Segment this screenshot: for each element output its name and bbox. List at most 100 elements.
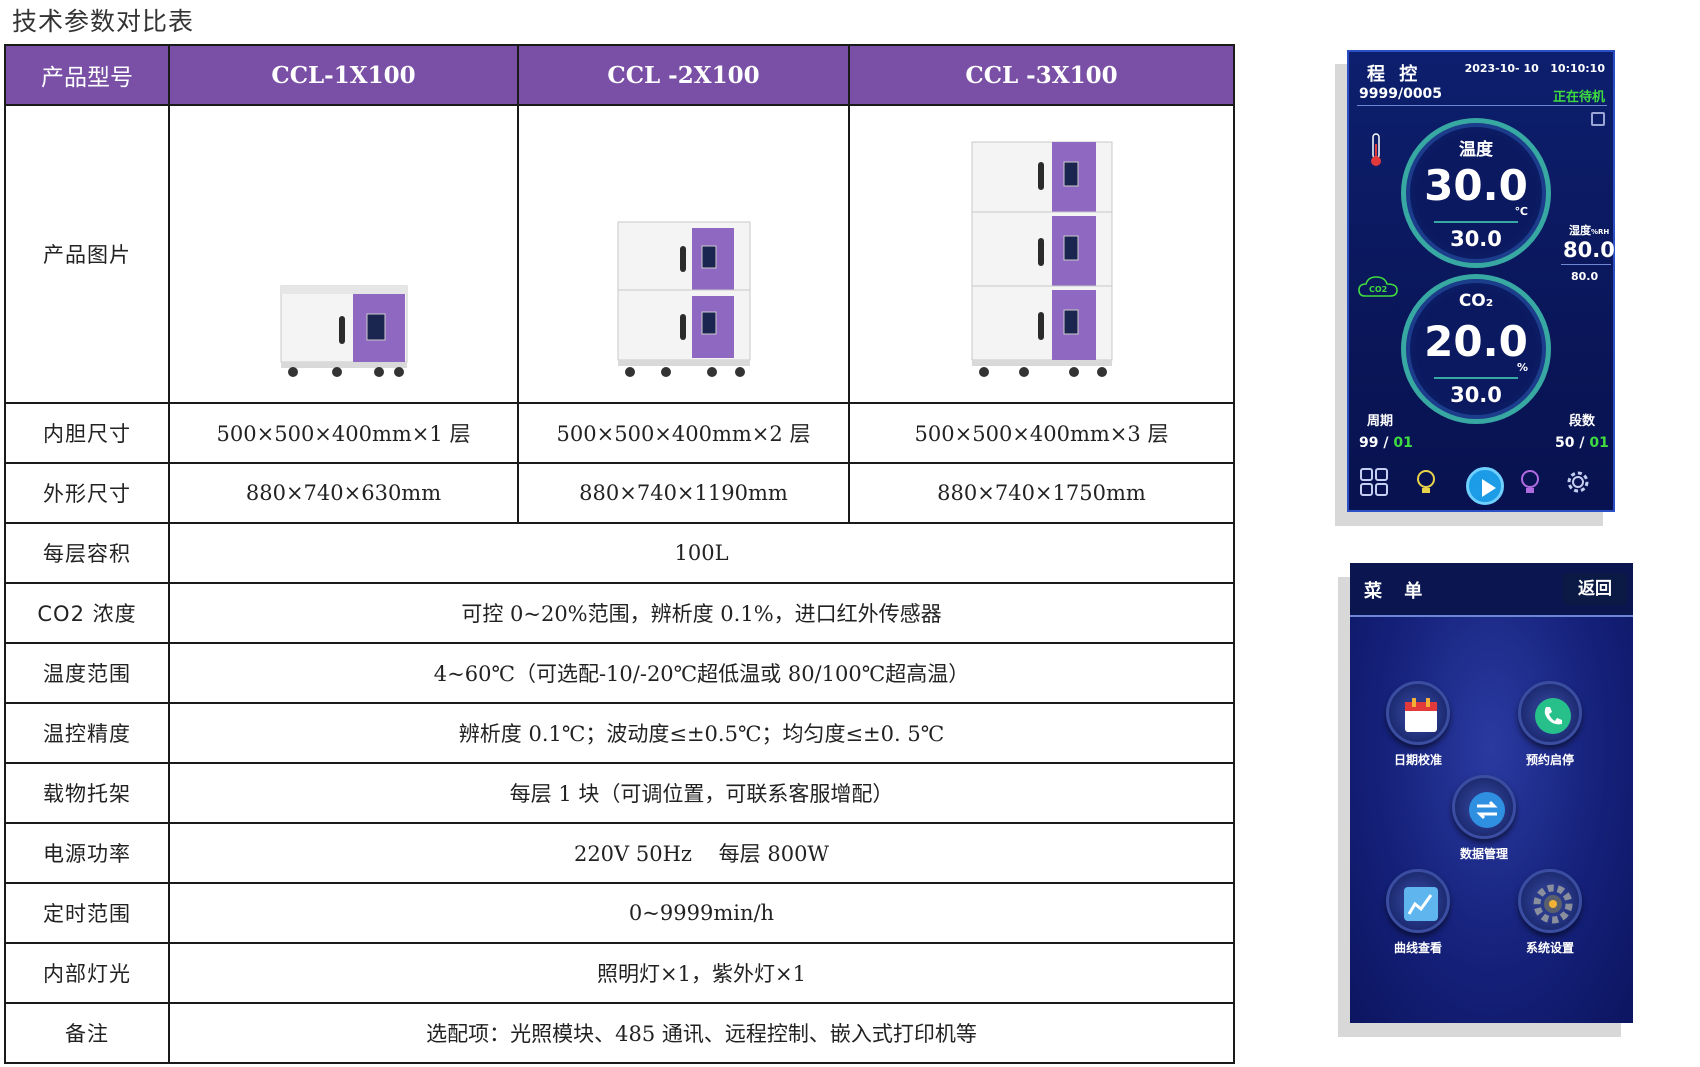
table-row: 内部灯光 照明灯×1，紫外灯×1 bbox=[4, 942, 1235, 1004]
temperature-value: 30.0 bbox=[1424, 161, 1528, 210]
menu-item-label: 预约启停 bbox=[1525, 753, 1574, 767]
menu-title: 菜 单 bbox=[1364, 581, 1431, 602]
table-header-row: 产品型号 CCL-1X100 CCL -2X100 CCL -3X100 bbox=[4, 44, 1235, 106]
table-row: 每层容积 100L bbox=[4, 522, 1235, 584]
row-label: 内胆尺寸 bbox=[4, 402, 170, 464]
menu-item-label: 日期校准 bbox=[1393, 753, 1442, 767]
table-cell: 880×740×1750mm bbox=[848, 462, 1235, 524]
time-text: 10:10:10 bbox=[1550, 62, 1605, 75]
menu-item-label: 数据管理 bbox=[1459, 847, 1508, 861]
temperature-gauge: 温度 30.0 ℃ 30.0 bbox=[1401, 118, 1551, 268]
table-cell: 辨析度 0.1℃；波动度≤±0.5℃；均匀度≤±0. 5℃ bbox=[168, 702, 1235, 764]
table-cell: 0~9999min/h bbox=[168, 882, 1235, 944]
light-bulb-icon[interactable] bbox=[1413, 467, 1439, 497]
row-label: 备注 bbox=[4, 1002, 170, 1064]
menu-item-label: 系统设置 bbox=[1525, 941, 1574, 955]
humidity-value: 80.0 bbox=[1563, 238, 1615, 262]
table-row: 定时范围 0~9999min/h bbox=[4, 882, 1235, 944]
table-cell: 4~60℃（可选配-10/-20℃超低温或 80/100℃超高温） bbox=[168, 642, 1235, 704]
co2-label: CO₂ bbox=[1458, 291, 1494, 311]
table-cell: 220V 50Hz 每层 800W bbox=[168, 822, 1235, 884]
table-cell: 照明灯×1，紫外灯×1 bbox=[168, 942, 1235, 1004]
status-badge: 正在待机 bbox=[1552, 90, 1605, 105]
humidity-divider bbox=[1561, 264, 1611, 265]
product-image-cell bbox=[168, 104, 519, 404]
table-cell: 500×500×400mm×1 层 bbox=[168, 402, 519, 464]
thermometer-icon bbox=[1371, 133, 1381, 166]
table-row: 温控精度 辨析度 0.1℃；波动度≤±0.5℃；均匀度≤±0. 5℃ bbox=[4, 702, 1235, 764]
menu-item-system-settings[interactable]: 系统设置 bbox=[1500, 869, 1600, 956]
uv-light-icon[interactable] bbox=[1517, 467, 1543, 497]
row-label: 温控精度 bbox=[4, 702, 170, 764]
humidity-label: 湿度%RH bbox=[1569, 224, 1610, 237]
co2-value: 20.0 bbox=[1424, 317, 1528, 366]
back-button[interactable]: 返回 bbox=[1563, 573, 1627, 605]
temperature-unit: ℃ bbox=[1514, 205, 1528, 218]
calendar-icon bbox=[1405, 698, 1437, 732]
table-row: CO2 浓度 可控 0~20%范围，辨析度 0.1%，进口红外传感器 bbox=[4, 582, 1235, 644]
table-cell: 500×500×400mm×3 层 bbox=[848, 402, 1235, 464]
menu-item-date-calibration[interactable]: 日期校准 bbox=[1368, 681, 1468, 768]
row-label: 内部灯光 bbox=[4, 942, 170, 1004]
cycle-value: 99 / 01 bbox=[1359, 435, 1413, 451]
header-cell-ccl-1x100: CCL-1X100 bbox=[168, 44, 519, 106]
humidity-setpoint[interactable]: 80.0 bbox=[1571, 270, 1599, 283]
co2-cloud-icon bbox=[1358, 276, 1398, 297]
table-cell: 可控 0~20%范围，辨析度 0.1%，进口红外传感器 bbox=[168, 582, 1235, 644]
segment-label: 段数 bbox=[1569, 414, 1596, 429]
header-cell-model: 产品型号 bbox=[4, 44, 170, 106]
row-label: 载物托架 bbox=[4, 762, 170, 824]
incubator-3-layer-image bbox=[971, 141, 1112, 377]
row-label: 外形尺寸 bbox=[4, 462, 170, 524]
product-image-cell bbox=[517, 104, 850, 404]
line-chart-icon bbox=[1404, 887, 1438, 921]
temperature-setpoint[interactable]: 30.0 bbox=[1450, 227, 1502, 251]
page-title: 技术参数对比表 bbox=[12, 7, 195, 36]
control-screen-header: 程 控 9999/0005 2023-10- 10 10:10:10 正在待机 bbox=[1357, 56, 1607, 106]
row-label: 电源功率 bbox=[4, 822, 170, 884]
menu-screen: 菜 单 返回 日期校准 预约启停 数据管理 bbox=[1350, 563, 1633, 1023]
product-image-cell bbox=[848, 104, 1235, 404]
menu-item-data-management[interactable]: 数据管理 bbox=[1434, 775, 1534, 862]
grid-menu-icon[interactable] bbox=[1359, 467, 1389, 497]
play-button[interactable] bbox=[1466, 467, 1504, 505]
table-cell: 选配项：光照模块、485 通讯、远程控制、嵌入式打印机等 bbox=[168, 1002, 1235, 1064]
table-row-product-image: 产品图片 bbox=[4, 104, 1235, 404]
control-screen-toolbar bbox=[1349, 467, 1613, 507]
row-label: 每层容积 bbox=[4, 522, 170, 584]
table-row: 备注 选配项：光照模块、485 通讯、远程控制、嵌入式打印机等 bbox=[4, 1002, 1235, 1064]
co2-badge-text: CO2 bbox=[1369, 285, 1388, 294]
menu-item-curve-view[interactable]: 曲线查看 bbox=[1368, 869, 1468, 956]
segment-value: 50 / 01 bbox=[1555, 435, 1609, 451]
control-screen: 程 控 9999/0005 2023-10- 10 10:10:10 正在待机 … bbox=[1347, 50, 1615, 512]
gear-icon bbox=[1533, 884, 1573, 924]
table-cell: 500×500×400mm×2 层 bbox=[517, 402, 850, 464]
row-label: 产品图片 bbox=[4, 104, 170, 404]
row-label: CO2 浓度 bbox=[4, 582, 170, 644]
menu-screen-header: 菜 单 返回 bbox=[1350, 563, 1633, 617]
incubator-2-layer-image bbox=[617, 221, 750, 377]
table-row: 温度范围 4~60℃（可选配-10/-20℃超低温或 80/100℃超高温） bbox=[4, 642, 1235, 704]
incubator-1-layer-image bbox=[280, 285, 407, 377]
header-cell-ccl-2x100: CCL -2X100 bbox=[517, 44, 850, 106]
datetime: 2023-10- 10 10:10:10 bbox=[1465, 62, 1605, 75]
co2-setpoint[interactable]: 30.0 bbox=[1450, 383, 1502, 407]
header-cell-ccl-3x100: CCL -3X100 bbox=[848, 44, 1235, 106]
date-text: 2023-10- 10 bbox=[1464, 62, 1539, 75]
gauge-divider bbox=[1434, 377, 1518, 379]
lock-icon[interactable] bbox=[1591, 112, 1605, 126]
menu-item-label: 曲线查看 bbox=[1393, 941, 1442, 955]
row-label: 温度范围 bbox=[4, 642, 170, 704]
control-screen-title: 程 控 bbox=[1367, 64, 1422, 85]
gauge-divider bbox=[1434, 221, 1518, 223]
row-label: 定时范围 bbox=[4, 882, 170, 944]
menu-item-scheduled-start-stop[interactable]: 预约启停 bbox=[1500, 681, 1600, 768]
settings-gear-icon[interactable] bbox=[1563, 467, 1593, 497]
spec-comparison-table: 产品型号 CCL-1X100 CCL -2X100 CCL -3X100 产品图… bbox=[4, 44, 1235, 1064]
cycle-label: 周期 bbox=[1367, 414, 1394, 429]
co2-unit: % bbox=[1516, 361, 1528, 374]
table-cell: 100L bbox=[168, 522, 1235, 584]
co2-gauge: CO₂ 20.0 % 30.0 bbox=[1401, 274, 1551, 424]
data-transfer-icon bbox=[1469, 792, 1505, 828]
temperature-label: 温度 bbox=[1459, 140, 1493, 160]
